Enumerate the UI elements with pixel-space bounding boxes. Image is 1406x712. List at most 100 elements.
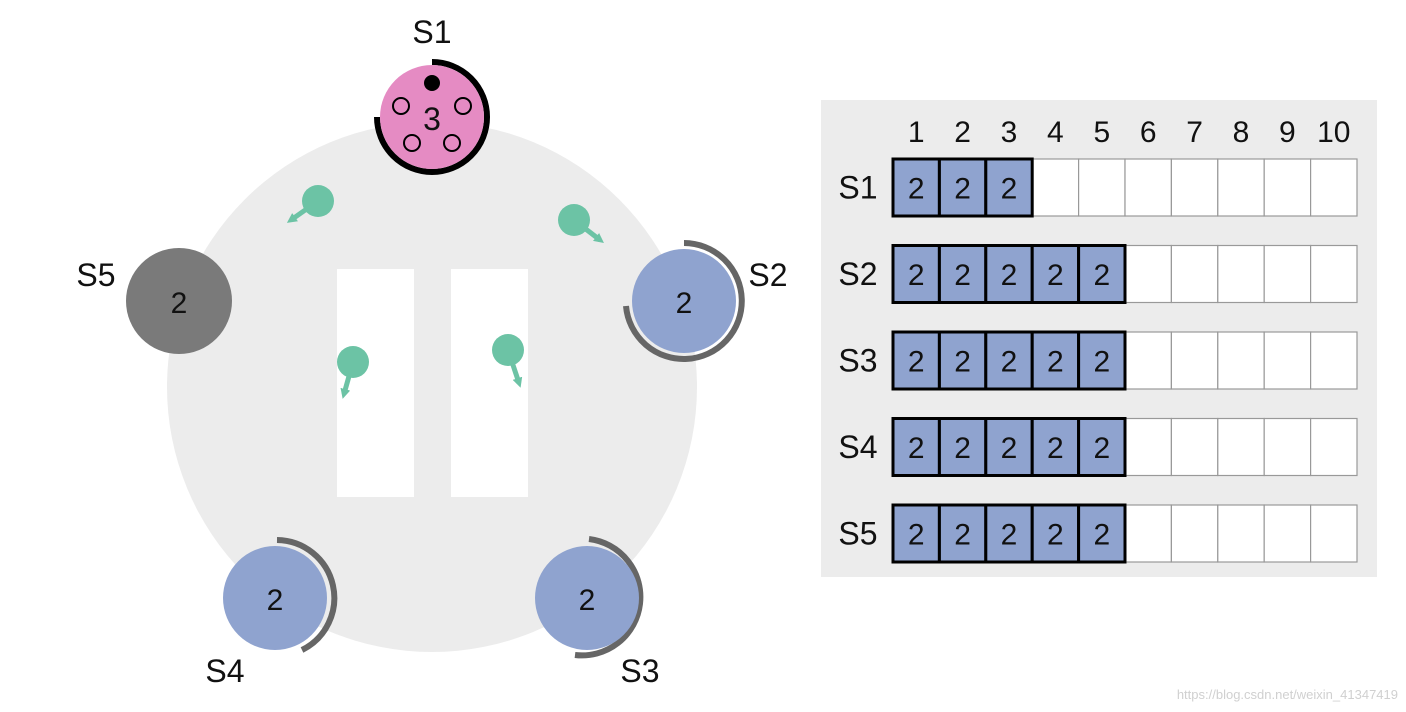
log-entry[interactable] xyxy=(891,244,941,304)
log-entry[interactable] xyxy=(937,157,988,218)
log-slot xyxy=(1263,417,1312,477)
log-slot xyxy=(1170,504,1219,563)
log-entry[interactable] xyxy=(1030,330,1081,391)
log-slot xyxy=(1217,244,1265,304)
log-entry-term: 2 xyxy=(908,432,925,465)
s2-node xyxy=(632,249,736,353)
log-slot xyxy=(1124,244,1173,304)
s1-vote-pending-3 xyxy=(403,134,421,152)
log-slot xyxy=(1124,504,1173,563)
log-entry-term: 2 xyxy=(1001,519,1018,552)
log-slot xyxy=(1263,158,1312,217)
log-entry[interactable] xyxy=(891,503,941,564)
log-entry-term: 2 xyxy=(1001,432,1018,465)
s1-vote-received xyxy=(424,75,440,91)
s3-term: 2 xyxy=(579,584,596,617)
log-row-label: S5 xyxy=(838,516,877,552)
log-row-label: S1 xyxy=(838,170,877,206)
server-s1[interactable]: 3 S1 xyxy=(374,14,490,175)
log-entry[interactable] xyxy=(937,417,988,477)
s1-term: 3 xyxy=(423,101,441,137)
s3-label: S3 xyxy=(620,653,659,689)
s3-timer-arc xyxy=(574,536,644,659)
log-entry[interactable] xyxy=(891,157,941,218)
log-entry-term: 2 xyxy=(1047,346,1064,379)
log-column-index: 5 xyxy=(1093,116,1110,149)
s2-label: S2 xyxy=(748,257,787,293)
log-entry[interactable] xyxy=(984,417,1034,477)
log-entry-term: 2 xyxy=(954,432,971,465)
log-entry[interactable] xyxy=(1077,417,1127,477)
log-slot xyxy=(1309,158,1358,217)
s4-label: S4 xyxy=(205,653,244,689)
log-entry-term: 2 xyxy=(1093,346,1110,379)
log-entry[interactable] xyxy=(984,503,1034,564)
log-entry-term: 2 xyxy=(1047,432,1064,465)
log-slot xyxy=(1170,158,1219,217)
server-s5[interactable]: 2 S5 xyxy=(76,248,232,354)
log-row-label: S4 xyxy=(838,429,877,465)
log-entry-term: 2 xyxy=(1001,346,1018,379)
log-slot xyxy=(1170,417,1219,477)
log-entry[interactable] xyxy=(1030,244,1081,304)
log-row-label: S2 xyxy=(838,256,877,292)
log-column-index: 1 xyxy=(908,116,925,149)
s5-node xyxy=(126,248,232,354)
log-column-index: 4 xyxy=(1047,116,1064,149)
log-entry[interactable] xyxy=(891,417,941,477)
log-row-label: S3 xyxy=(838,343,877,379)
cluster-background xyxy=(167,122,697,652)
log-entry[interactable] xyxy=(937,330,988,391)
log-entry[interactable] xyxy=(1077,503,1127,564)
log-slot xyxy=(1217,417,1265,477)
log-entry[interactable] xyxy=(984,157,1034,218)
log-slot xyxy=(1170,244,1219,304)
log-column-index: 7 xyxy=(1186,116,1203,149)
log-slot xyxy=(1217,158,1265,217)
s1-vote-pending-1 xyxy=(392,97,410,115)
log-entry[interactable] xyxy=(891,330,941,391)
log-column-index: 2 xyxy=(954,116,971,149)
log-slot xyxy=(1124,158,1173,217)
s1-node xyxy=(380,65,484,169)
log-column-index: 9 xyxy=(1279,116,1296,149)
log-slot xyxy=(1077,158,1126,217)
log-entry-term: 2 xyxy=(908,259,925,292)
log-entry-term: 2 xyxy=(908,346,925,379)
log-entry[interactable] xyxy=(937,503,988,564)
log-slot xyxy=(1217,331,1265,390)
message-to-s5 xyxy=(286,185,334,223)
server-s4[interactable]: 2 S4 xyxy=(205,537,338,689)
cluster-lane-left xyxy=(337,269,414,497)
log-slot xyxy=(1309,504,1358,563)
log-entry-term: 2 xyxy=(954,519,971,552)
log-entry[interactable] xyxy=(1030,503,1081,564)
s4-term: 2 xyxy=(267,584,284,617)
log-slot xyxy=(1309,417,1358,477)
log-slot xyxy=(1170,331,1219,390)
log-entry-term: 2 xyxy=(1093,432,1110,465)
log-slot xyxy=(1263,244,1312,304)
message-to-s4 xyxy=(337,346,369,399)
log-slot xyxy=(1124,331,1173,390)
log-entry[interactable] xyxy=(1077,330,1127,391)
server-s3[interactable]: 2 S3 xyxy=(535,536,660,689)
log-slot xyxy=(1309,244,1358,304)
s4-timer-arc xyxy=(276,537,338,653)
log-entry-term: 2 xyxy=(954,259,971,292)
log-entry-term: 2 xyxy=(908,173,925,206)
log-slot xyxy=(1124,417,1173,477)
log-entry-term: 2 xyxy=(1047,259,1064,292)
s1-vote-pending-4 xyxy=(443,134,461,152)
watermark: https://blog.csdn.net/weixin_41347419 xyxy=(1176,687,1398,702)
message-to-s3 xyxy=(492,334,524,388)
log-entry[interactable] xyxy=(984,330,1034,391)
s5-term: 2 xyxy=(171,287,188,320)
log-entry-term: 2 xyxy=(954,346,971,379)
s1-label: S1 xyxy=(412,14,451,50)
log-entry[interactable] xyxy=(1077,244,1127,304)
cluster-view: 3 S1 2 S2 2 S3 2 S4 2 S5 xyxy=(76,14,787,689)
s4-node xyxy=(223,546,327,650)
server-s2[interactable]: 2 S2 xyxy=(623,240,788,362)
